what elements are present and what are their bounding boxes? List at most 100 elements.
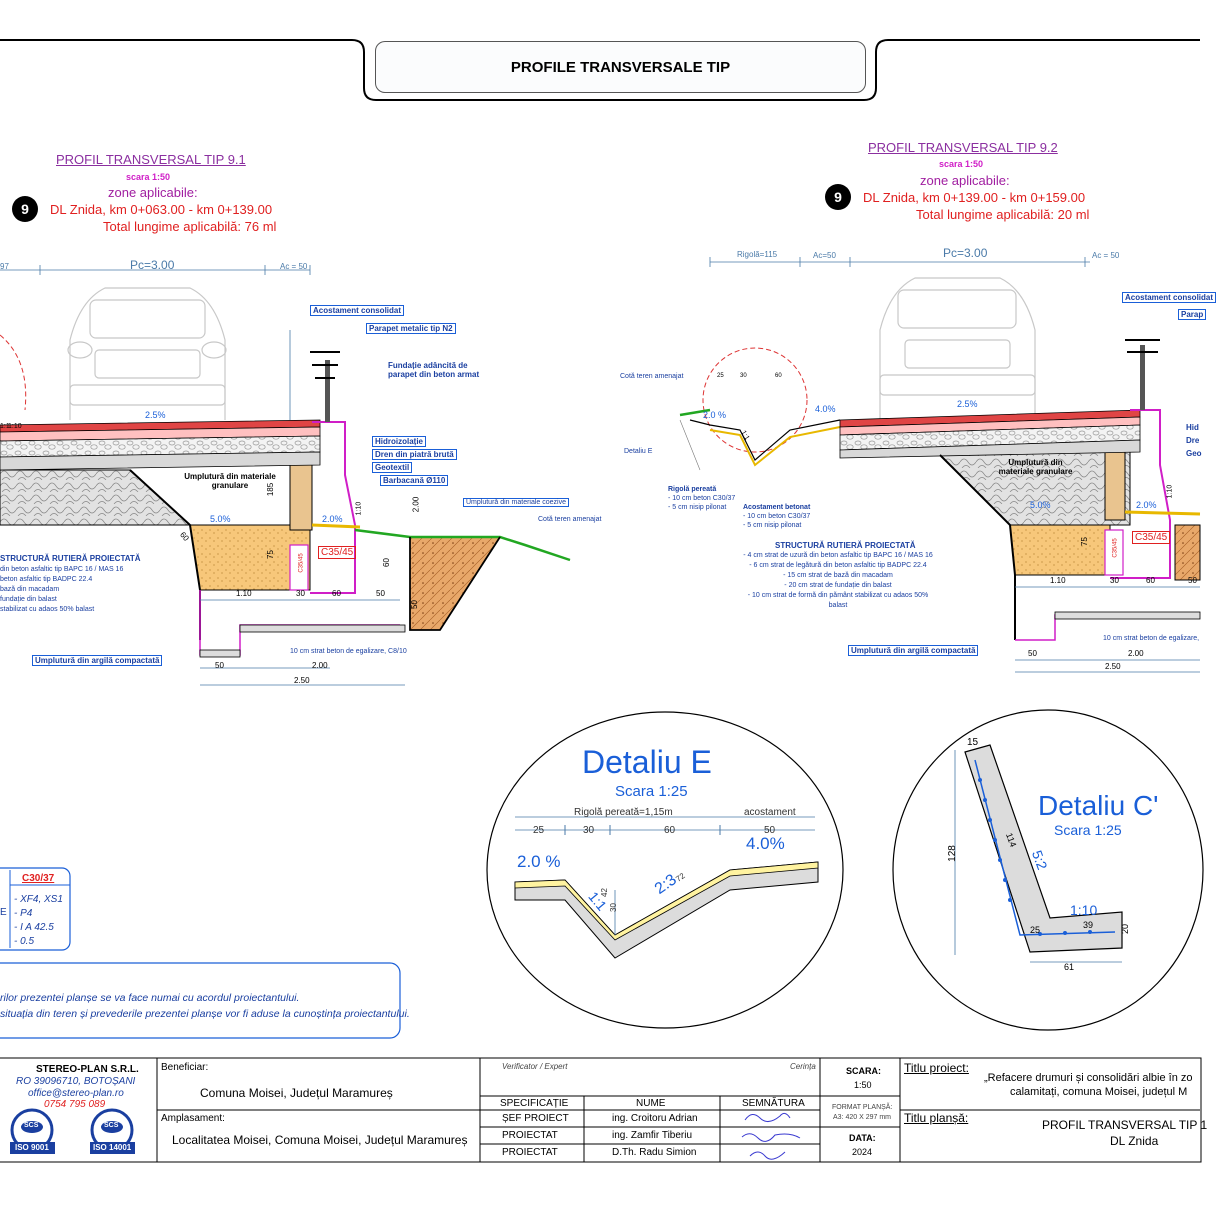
profile-9-1-drawing [0, 265, 571, 686]
col-spec: SPECIFICAȚIE [500, 1098, 569, 1109]
data-value: 2024 [852, 1147, 873, 1157]
verificator-label: Verificator / Expert [502, 1062, 568, 1071]
profile-91-lbl-dren: Dren din piatră brută [372, 449, 457, 460]
concrete-row: - 0.5 [14, 936, 35, 947]
profile-91-structura-title: STRUCTURĂ RUTIERĂ PROIECTATĂ [0, 554, 141, 563]
profile-92-dim: 1:10 [1166, 484, 1174, 499]
profile-92-lbl-umplutura-gran: Umplutură din materiale granulare [998, 458, 1073, 476]
concrete-header: C30/37 [22, 873, 55, 884]
titlu-plansa-line: PROFIL TRANSVERSAL TIP 1 [1042, 1118, 1208, 1132]
row-nume: ing. Croitoru Adrian [612, 1113, 698, 1124]
row-nume: D.Th. Radu Simion [612, 1147, 697, 1158]
profile-91-dim: 1:10 [8, 423, 22, 430]
profile-92-title: PROFIL TRANSVERSAL TIP 9.2 [868, 140, 1058, 155]
structura-91-line: fundație din balast [0, 596, 57, 603]
profile-91-dim: 185 [266, 482, 276, 497]
company-phone: 0754 795 089 [44, 1099, 106, 1110]
detail-c-drawing [892, 709, 1204, 1031]
profile-92-lbl-acostament: Acostament consolidat [1122, 292, 1216, 303]
titlu-proiect-line: „Refacere drumuri și consolidări albie î… [984, 1072, 1193, 1084]
structura-92-line: - 6 cm strat de legătură din beton asfal… [749, 562, 927, 569]
iso-logos [10, 1108, 135, 1154]
concrete-row: - I A 42.5 [14, 922, 54, 933]
profile-91-dim: 2.00 [411, 496, 421, 513]
profile-91-slope-base: 5.0% [210, 514, 231, 524]
clay-fill-91 [409, 536, 501, 631]
iso-logo-text: SCS [104, 1122, 119, 1129]
detail-e-slope-right: 4.0% [746, 834, 785, 853]
profile-91-title: PROFIL TRANSVERSAL TIP 9.1 [56, 152, 246, 167]
titlu-proiect-line: calamitați, comuna Moisei, județul M [1010, 1086, 1188, 1098]
detail-e-d30: 30 [583, 825, 595, 836]
row-spec: PROIECTAT [502, 1147, 558, 1158]
detail-c-d20: 20 [1120, 923, 1131, 935]
car-outline-left [67, 287, 227, 420]
col-semn: SEMNĂTURA [742, 1098, 805, 1109]
detail-e-d42: 42 [599, 888, 609, 897]
amplasament-label: Amplasament: [161, 1113, 225, 1124]
profile-91-lbl-argila: Umplutură din argilă compactată [32, 655, 163, 666]
profile-92-zone: DL Znida, km 0+139.00 - km 0+159.00 [863, 190, 1086, 205]
car-outline-right [879, 277, 1036, 420]
format-label: FORMAT PLANȘĂ: [832, 1104, 893, 1111]
rigola-line: - 5 cm nisip pilonat [668, 504, 727, 511]
frame-top [0, 39, 1200, 101]
notes-frame [0, 962, 401, 1039]
note-line: rilor prezentei planșe se va face numai … [0, 992, 300, 1004]
profile-92-structura-title: STRUCTURĂ RUTIERĂ PROIECTATĂ [775, 541, 916, 550]
acost-line: - 5 cm nisip pilonat [743, 522, 802, 529]
profile-92-length: Total lungime aplicabilă: 20 ml [916, 207, 1090, 222]
structura-91-line: bază din macadam [0, 586, 60, 593]
titlu-plansa-line: DL Znida [1110, 1134, 1159, 1148]
profile-92-dim: 2.50 [1105, 662, 1121, 671]
profile-91-lbl-geotextil: Geotextil [372, 462, 413, 473]
structura-92-line: - 10 cm strat de formă din pământ stabil… [747, 592, 929, 609]
detail-e-d30v: 30 [608, 903, 618, 912]
profile-92-lbl-parapet: Parap [1178, 309, 1207, 320]
profile-92-dim: 1.10 [1050, 576, 1066, 585]
profile-92-lbl-egalizare: 10 cm strat beton de egalizare, [1103, 635, 1200, 642]
detail-e-rigola: Rigolă pereată=1,15m [574, 807, 673, 818]
profile-92-zones-label: zone aplicabile: [920, 173, 1010, 188]
profile-91-lbl-acostament: Acostament consolidat [310, 305, 405, 316]
detail-e-slope-left: 2.0 % [517, 852, 561, 871]
profile-92-slope-rigola: 2.0 % [703, 410, 727, 420]
structura-91-line: din beton asfaltic tip BAPC 16 / MAS 16 [0, 566, 124, 573]
acost-line: - 10 cm beton C30/37 [743, 513, 811, 520]
profile-91-dim: 60 [381, 558, 391, 567]
company-name: STEREO-PLAN S.R.L. [36, 1064, 139, 1075]
detail-e-d50: 50 [764, 825, 776, 836]
cerinta-label: Cerința [790, 1062, 816, 1071]
profile-91-lbl-hidro: Hidroizolație [372, 436, 427, 447]
profile-92-lbl-hidro: Hid [1186, 423, 1199, 432]
profile-92-slope-shoulder: 2.0% [1136, 500, 1157, 510]
profile-91-slope-road: 2.5% [145, 410, 166, 420]
profile-91-lbl-c3545-small: C35/45 [298, 553, 305, 573]
beneficiar-label: Beneficiar: [161, 1062, 209, 1073]
sheet-title: PROFILE TRANSVERSALE TIP [375, 41, 866, 93]
row-spec: PROIECTAT [502, 1130, 558, 1141]
scara-label: SCARA: [846, 1066, 881, 1076]
profile-91-dim-ac: Ac = 50 [280, 262, 308, 271]
titlu-plansa-label: Titlu planșă: [904, 1111, 969, 1125]
detail-e-title: Detaliu E [582, 744, 712, 780]
profile-92-lbl-rigola: Rigolă pereată [668, 486, 717, 493]
profile-91-lbl-fundatie: Fundație adâncită de parapet din beton a… [388, 361, 480, 379]
profile-92-badge: 9 [825, 184, 851, 210]
structura-91-line: stabilizat cu adaos 50% balast [0, 606, 95, 613]
profile-91-dim: 50 [409, 600, 419, 609]
concrete-rows: - XF4, XS1 - P4 - I A 42.5 - 0.5 [14, 893, 63, 949]
profile-92-dim: 60 [775, 373, 782, 379]
profile-91-badge: 9 [12, 196, 38, 222]
profile-92-dim-rigola: Rigolă=115 [737, 250, 778, 259]
profile-91-dim-pc: Pc=3.00 [130, 258, 175, 272]
profile-91-structura-list: din beton asfaltic tip BAPC 16 / MAS 16 … [0, 565, 123, 615]
profile-91-lbl-umplutura-coez: Umplutură din materiale coezive [463, 498, 569, 507]
profile-91-dim: 2.50 [294, 676, 310, 685]
profile-92-dim: 50 [1188, 576, 1197, 585]
signatures [741, 1112, 801, 1160]
note-line: situația din teren și prevederile prezen… [0, 1008, 410, 1020]
profile-92-dim: 30 [740, 373, 747, 379]
